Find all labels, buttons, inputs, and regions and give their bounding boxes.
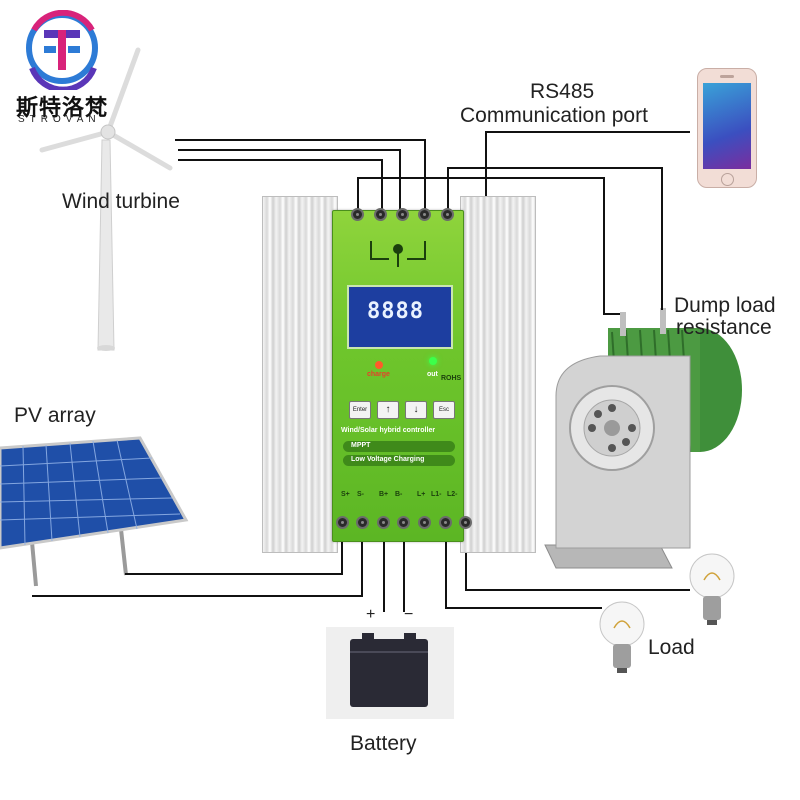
logo-english-text: STROVAN — [18, 114, 101, 125]
up-button[interactable]: ↑ — [377, 401, 399, 419]
terminal-pv-plus — [336, 516, 349, 529]
terminal-label-s-minus: S- — [357, 491, 364, 498]
communication-port-label: Communication port — [460, 104, 648, 127]
lcd-digits: 8888 — [367, 299, 424, 324]
terminal-label-b-plus: B+ — [379, 491, 389, 498]
terminal-label-l2-minus: L2- — [447, 491, 458, 498]
terminal-wind-2 — [396, 208, 409, 221]
terminal-label-b-minus: B- — [395, 491, 403, 498]
terminal-dump-load-2 — [441, 208, 454, 221]
controller-heatsink-left — [262, 196, 338, 553]
out-label: out — [427, 371, 438, 378]
low-voltage-label: Low Voltage Charging — [351, 456, 425, 463]
out-led-icon — [429, 357, 437, 365]
terminal-pv-minus — [356, 516, 369, 529]
battery-plus-sign: + — [366, 606, 376, 623]
mppt-label: MPPT — [351, 442, 371, 449]
esc-button[interactable]: Esc — [433, 401, 455, 419]
terminal-wind-3 — [418, 208, 431, 221]
dump-load-label: Dump load — [674, 294, 776, 317]
charge-label: charge — [367, 371, 390, 378]
controller-heatsink-right — [460, 196, 536, 553]
phone-screen — [703, 83, 751, 169]
load-bulb-1-graphic — [599, 601, 645, 673]
load-label: Load — [648, 636, 695, 659]
terminal-wind-1 — [374, 208, 387, 221]
enter-button[interactable]: Enter — [349, 401, 371, 419]
logo-chinese-text: 斯特洛梵 — [16, 96, 109, 121]
low-voltage-bar: Low Voltage Charging — [343, 455, 455, 466]
terminal-label-l1-minus: L1- — [431, 491, 442, 498]
rohs-label: ROHS — [441, 375, 462, 382]
strovan-logo-icon — [26, 9, 98, 93]
mppt-bar: MPPT — [343, 441, 455, 452]
charge-led-icon — [375, 361, 383, 369]
controller-lcd-display: 8888 — [347, 285, 453, 349]
battery-minus-sign: − — [404, 606, 414, 623]
battery-label: Battery — [350, 732, 417, 755]
terminal-load2-minus — [459, 516, 472, 529]
wind-turbine-label: Wind turbine — [62, 190, 180, 213]
dump-load-graphic — [544, 308, 742, 569]
resistance-label: resistance — [676, 316, 772, 339]
terminal-dump-load-1 — [351, 208, 364, 221]
terminal-label-s-plus: S+ — [341, 491, 350, 498]
phone-home-button — [721, 173, 734, 186]
wind-sun-logo-icon — [370, 241, 426, 267]
hybrid-controller: 8888 charge out ROHS Enter ↑ ↓ Esc Wind/… — [262, 196, 536, 553]
pv-array-graphic — [0, 436, 189, 587]
pv-array-label: PV array — [14, 404, 96, 427]
terminal-load1-minus — [439, 516, 452, 529]
terminal-battery-minus — [397, 516, 410, 529]
terminal-battery-plus — [377, 516, 390, 529]
brand-logo: 斯特洛梵 STROVAN — [14, 9, 134, 125]
controller-title: Wind/Solar hybrid controller — [341, 427, 436, 434]
terminal-label-l-plus: L+ — [417, 491, 426, 498]
controller-front-panel: 8888 charge out ROHS Enter ↑ ↓ Esc Wind/… — [332, 210, 464, 542]
wiring — [32, 131, 690, 612]
wind-turbine-graphic — [39, 47, 173, 351]
rs485-label: RS485 — [530, 80, 595, 103]
terminal-load-plus — [418, 516, 431, 529]
down-button[interactable]: ↓ — [405, 401, 427, 419]
smartphone-graphic — [697, 68, 757, 188]
load-bulb-2-graphic — [689, 553, 735, 625]
battery-graphic — [326, 627, 454, 719]
